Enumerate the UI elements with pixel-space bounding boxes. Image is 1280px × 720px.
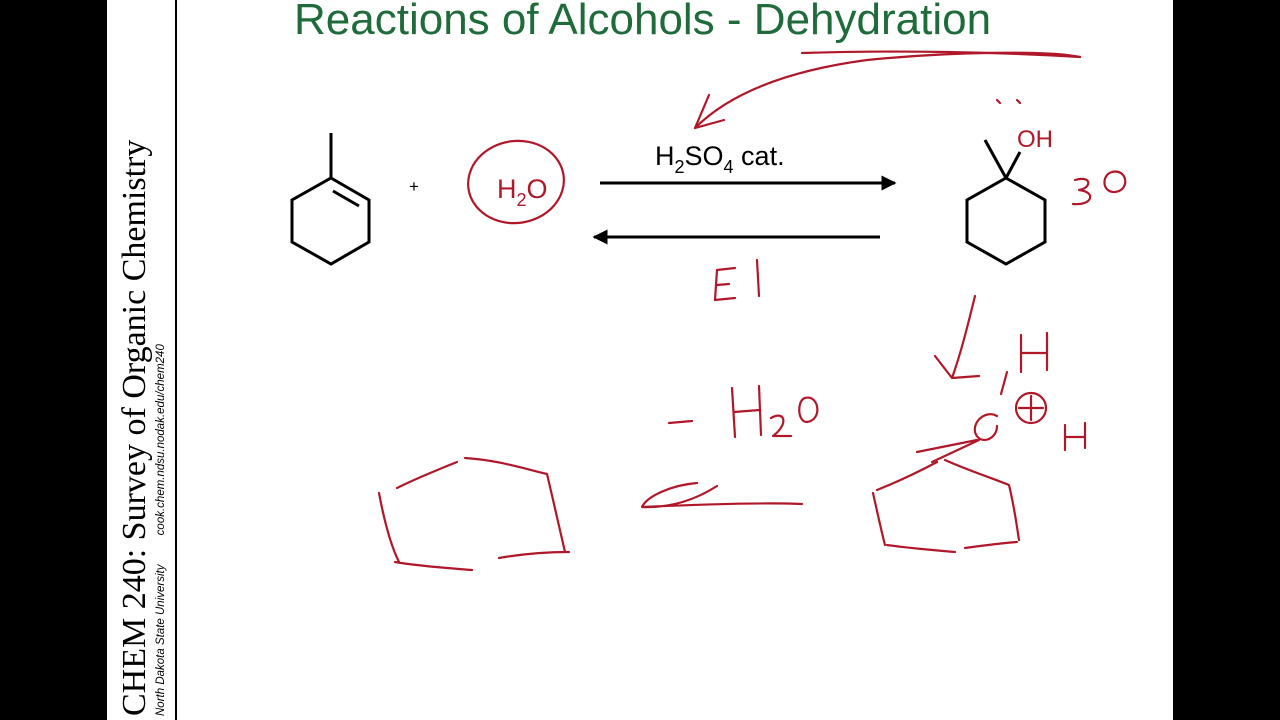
plus-sign: + [409, 177, 419, 196]
water-circle [467, 139, 565, 225]
reverse-curved-arrow [640, 481, 804, 509]
slide: CHEM 240: Survey of Organic Chemistry No… [107, 0, 1173, 720]
e1-label [713, 258, 761, 302]
methylcyclohexanol-structure: OH [965, 126, 1053, 266]
side-divider [175, 0, 177, 720]
curved-arrow-head [693, 93, 726, 130]
cyclohexene-sketch [377, 456, 571, 572]
reagent-label: H2SO4 cat. [655, 141, 785, 177]
water-label: H2O [497, 174, 548, 210]
hydroxyl-label: OH [1017, 126, 1053, 153]
handwritten-annotations [377, 50, 1127, 572]
three-degree-label [1071, 170, 1127, 206]
cyclohexanol-sketch [871, 458, 1021, 554]
minus-water-label [667, 384, 819, 439]
methylcyclohexene-structure [290, 133, 371, 266]
slide-title: Reactions of Alcohols - Dehydration [294, 0, 992, 44]
curved-arrow [693, 51, 1082, 130]
reaction-drawing: + H2O H2SO4 cat. OH [290, 50, 1127, 572]
